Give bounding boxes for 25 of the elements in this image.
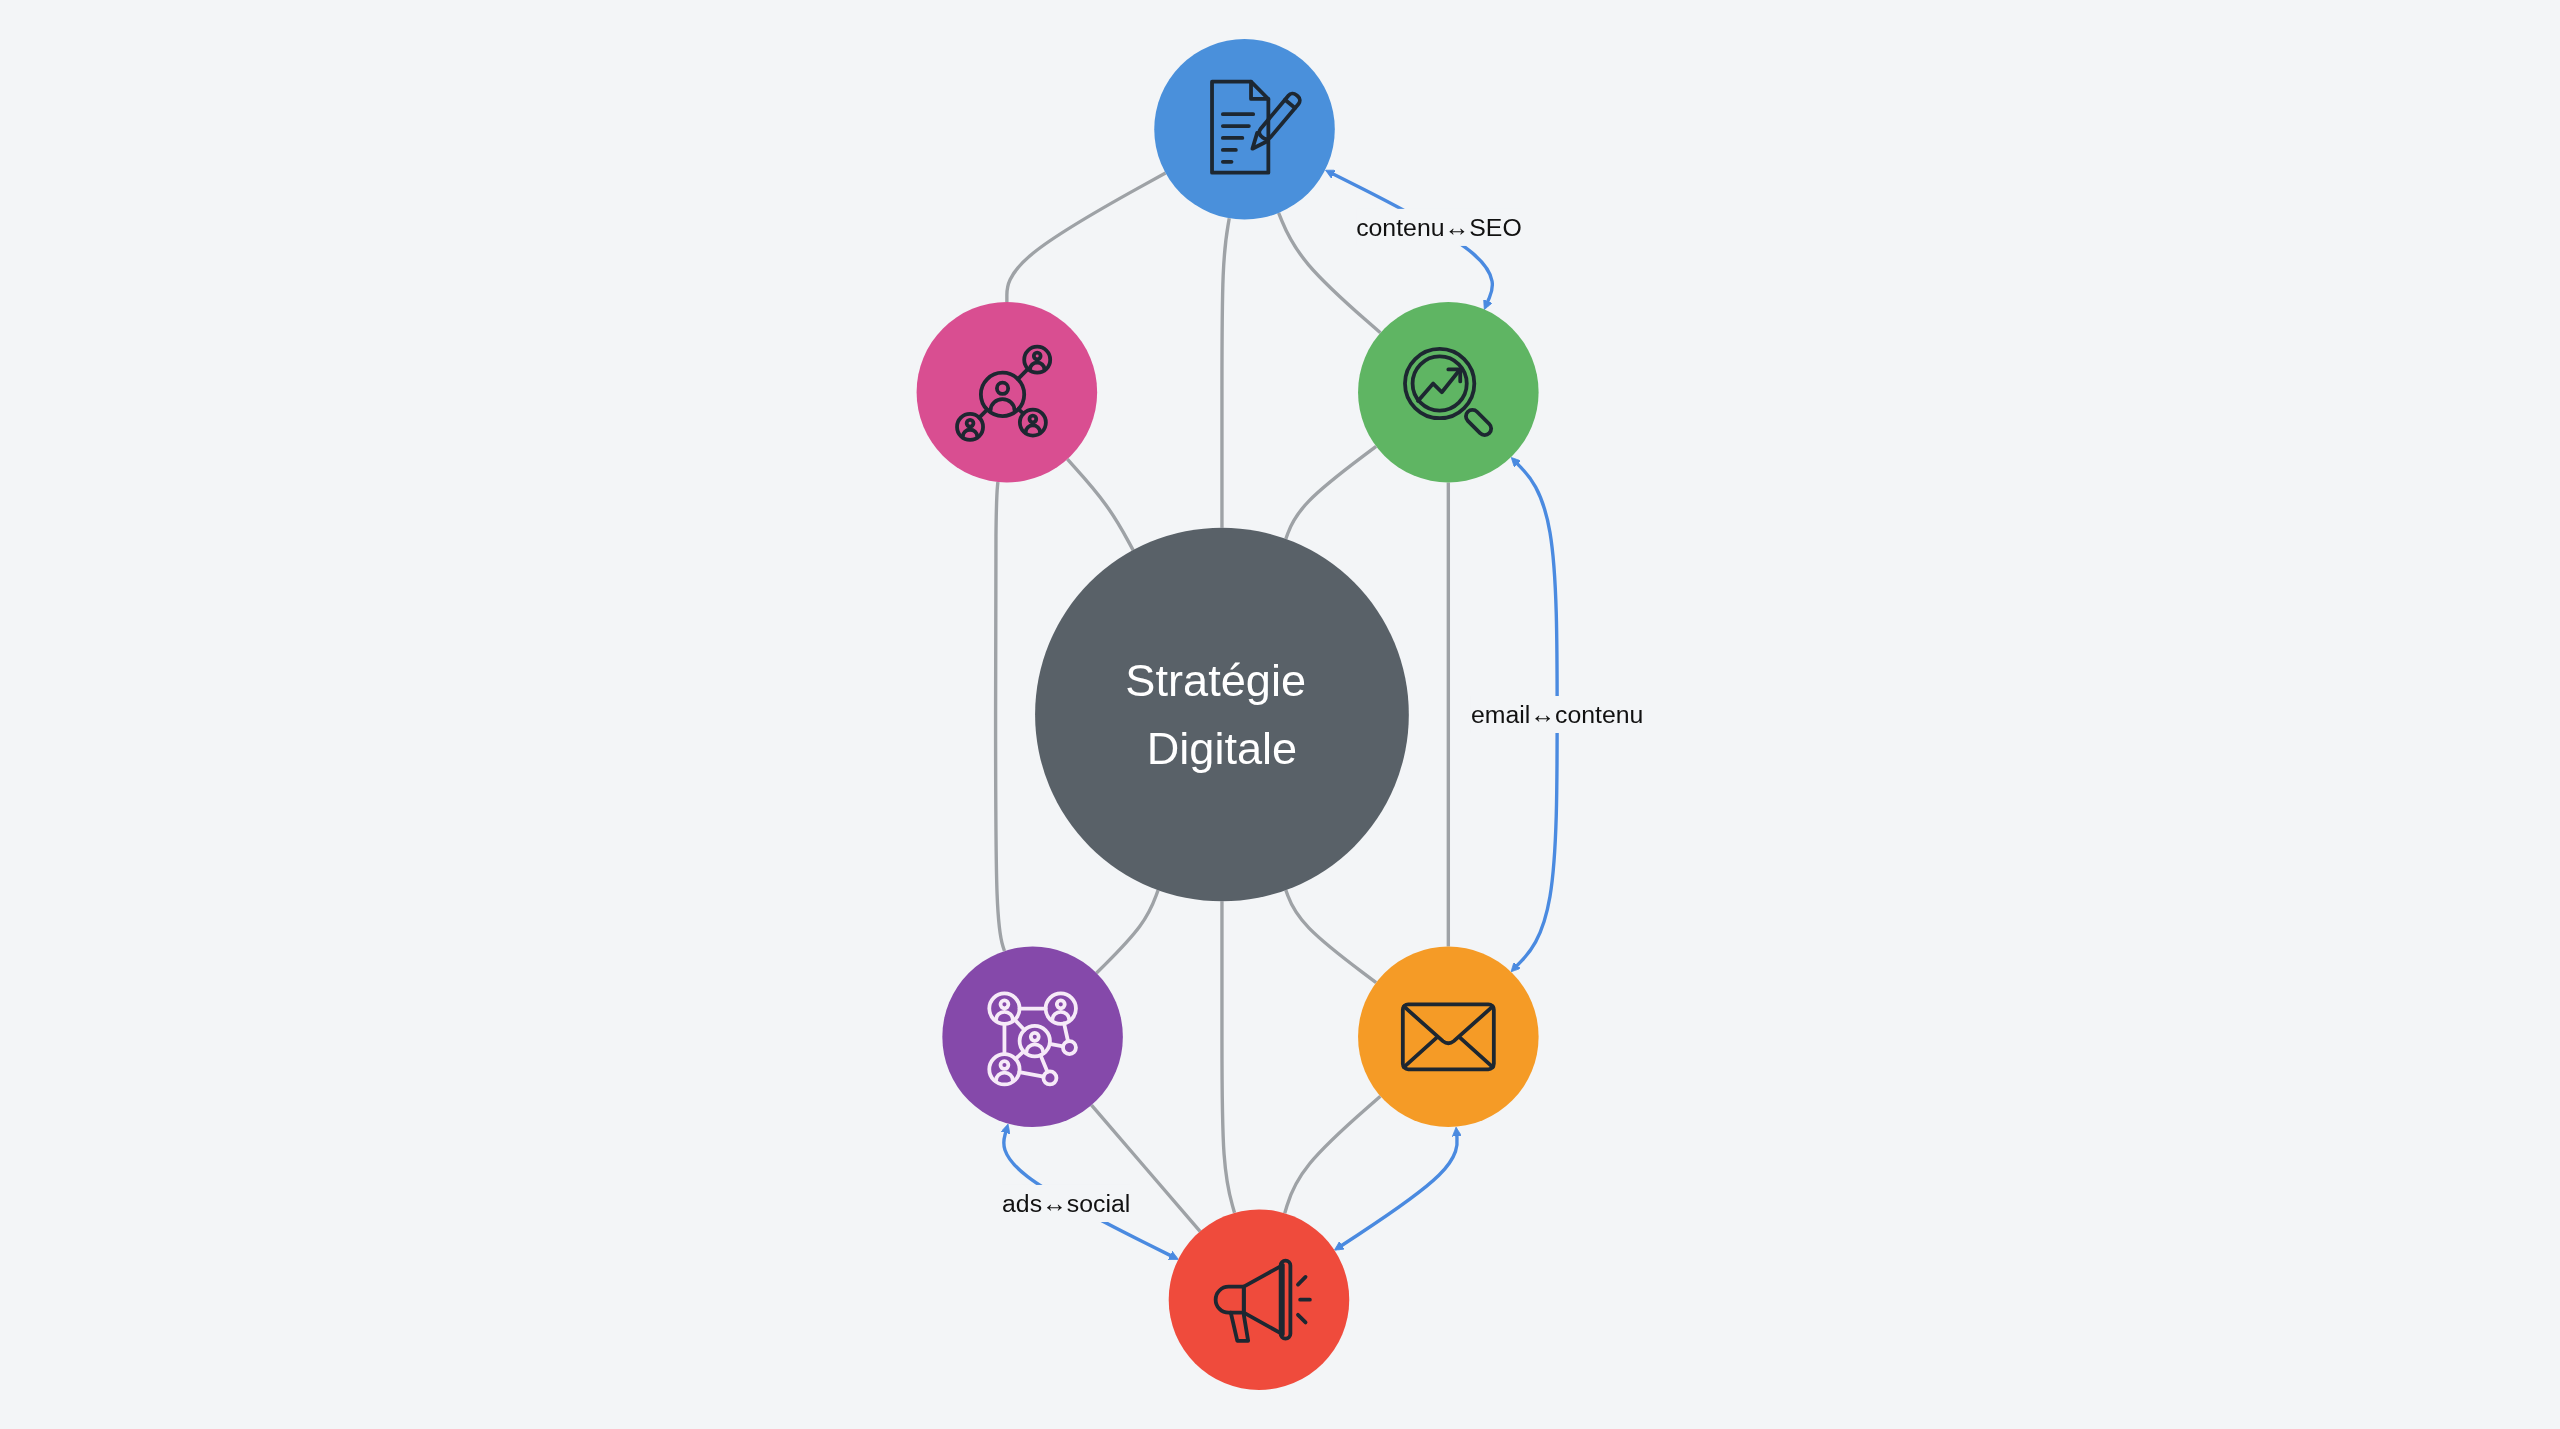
connector (1066, 458, 1135, 551)
connector (1090, 1104, 1202, 1233)
connector (1005, 171, 1167, 302)
connector (1095, 889, 1160, 975)
node-circle (916, 301, 1098, 483)
node-circle (1154, 39, 1335, 220)
node-circle (1168, 1209, 1350, 1390)
arrow (1000, 1123, 1179, 1260)
edge-label: contenu↔SEO (1356, 213, 1522, 242)
connector (1284, 889, 1378, 984)
edge-label: email↔contenu (1470, 700, 1644, 729)
node-circle (1358, 946, 1539, 1128)
connector (993, 481, 1007, 952)
connector (1277, 212, 1382, 335)
arrow (1334, 1126, 1462, 1251)
connector (1220, 218, 1231, 528)
node-circle: Stratégie Digitale (1035, 527, 1409, 902)
connector (1220, 901, 1237, 1214)
connector (1446, 482, 1451, 947)
connector (1284, 445, 1378, 540)
edge-label: ads↔social (1002, 1189, 1131, 1218)
connector (1283, 1094, 1382, 1214)
arrow (1510, 457, 1559, 973)
node-circle (1358, 301, 1539, 483)
node-circle (942, 946, 1123, 1128)
